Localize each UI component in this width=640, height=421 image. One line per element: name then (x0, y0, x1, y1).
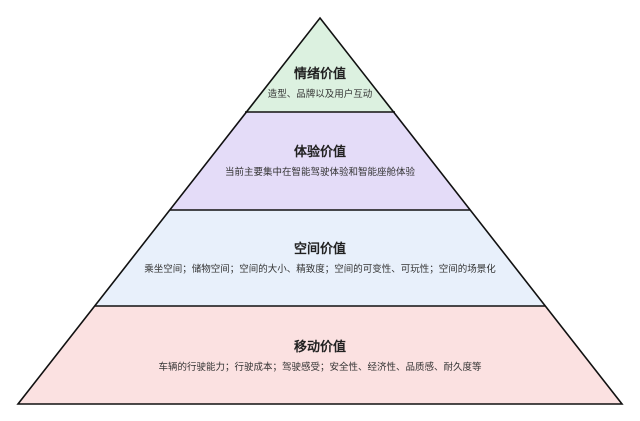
tier-mobility-value-shape (18, 306, 622, 404)
tier-description: 当前主要集中在智能驾驶体验和智能座舱体验 (224, 167, 415, 178)
tier-description: 车辆的行驶能力；行驶成本；驾驶感受；安全性、经济性、品质感、耐久度等 (158, 362, 482, 373)
tier-title: 情绪价值 (293, 67, 346, 82)
tier-description: 乘坐空间；储物空间；空间的大小、精致度；空间的可变性、可玩性；空间的场景化 (144, 264, 496, 275)
tier-experience-value: 体验价值 当前主要集中在智能驾驶体验和智能座舱体验 (0, 145, 640, 179)
tier-mobility-value: 移动价值 车辆的行驶能力；行驶成本；驾驶感受；安全性、经济性、品质感、耐久度等 (0, 340, 640, 374)
pyramid-outline (16, 16, 624, 405)
tier-title: 移动价值 (293, 340, 346, 355)
tier-emotional-value: 情绪价值 造型、品牌以及用户互动 (0, 67, 640, 101)
tier-space-value-shape (95, 210, 545, 306)
tier-title: 空间价值 (293, 242, 346, 257)
tier-space-value: 空间价值 乘坐空间；储物空间；空间的大小、精致度；空间的可变性、可玩性；空间的场… (0, 242, 640, 276)
tier-description: 造型、品牌以及用户互动 (267, 89, 373, 100)
tier-emotional-value-shape (245, 18, 395, 112)
tier-experience-value-shape (170, 112, 470, 210)
tier-title: 体验价值 (293, 145, 346, 160)
